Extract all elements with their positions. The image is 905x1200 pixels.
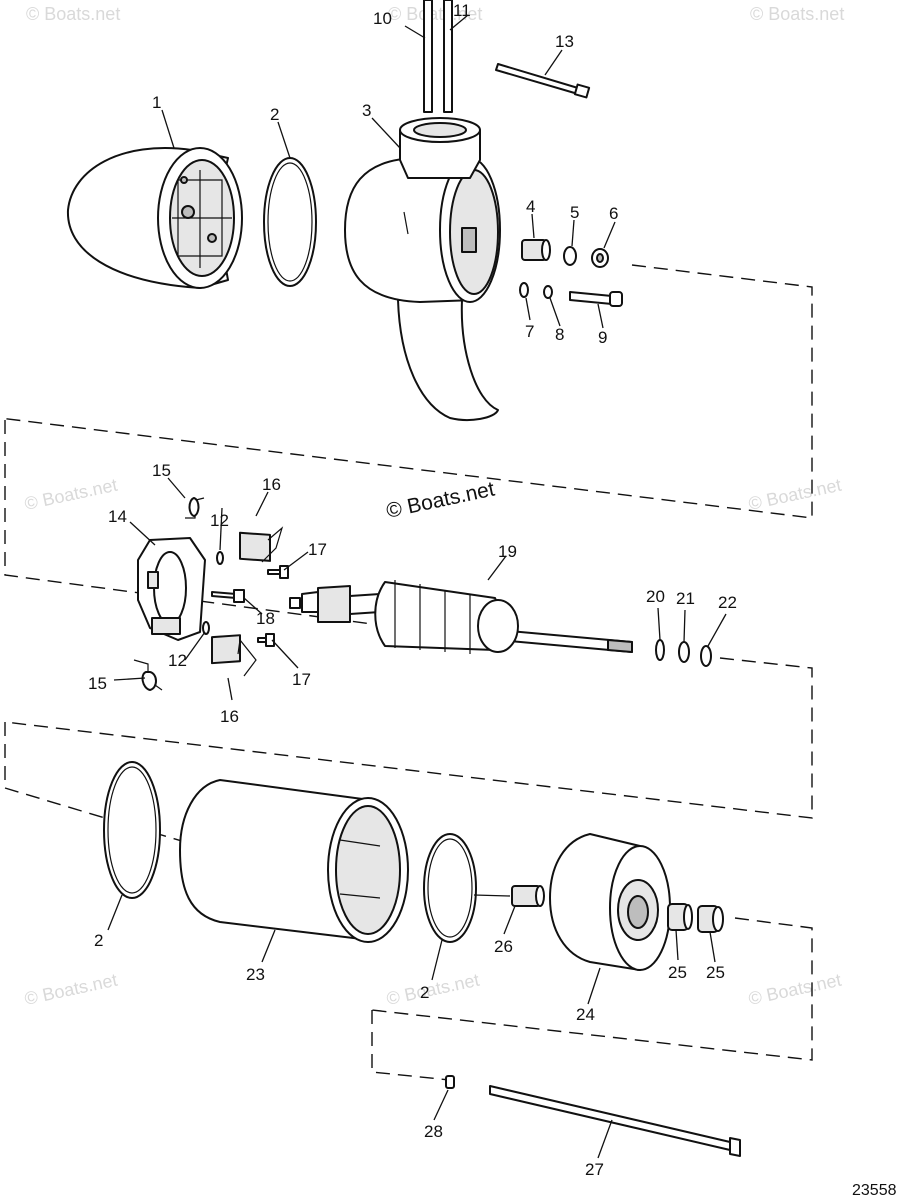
o-ring-2-middle xyxy=(423,833,477,943)
callout-4: 4 xyxy=(526,197,535,216)
motor-housing-23 xyxy=(179,779,409,943)
small-parts-4-9 xyxy=(519,239,623,307)
spring-15-bottom xyxy=(133,659,163,691)
callout-1: 1 xyxy=(152,93,161,112)
callout-11: 11 xyxy=(453,1,471,20)
callout-15-bottom: 15 xyxy=(88,674,107,693)
callout-17-top: 17 xyxy=(308,540,327,559)
brush-16-top xyxy=(239,526,284,563)
callout-2-left: 2 xyxy=(94,931,103,950)
callout-14: 14 xyxy=(108,507,127,526)
callout-27: 27 xyxy=(585,1160,604,1179)
cables-10-11 xyxy=(423,0,453,113)
watermark-top-left: © Boats.net xyxy=(26,4,120,24)
brush-plate-14 xyxy=(137,537,206,641)
watermark-mid-left: © Boats.net xyxy=(23,475,119,514)
watermark-bottom-left: © Boats.net xyxy=(23,970,119,1009)
callout-21: 21 xyxy=(676,589,695,608)
callout-24: 24 xyxy=(576,1005,595,1024)
assembly-guide-lines xyxy=(0,264,813,1081)
watermark-mid-right: © Boats.net xyxy=(747,475,843,514)
fasteners-12-17-18 xyxy=(202,551,289,647)
callout-6: 6 xyxy=(609,204,618,223)
callout-26: 26 xyxy=(494,937,513,956)
callout-20: 20 xyxy=(646,587,665,606)
watermark-top-center: © Boats.net xyxy=(388,4,482,24)
callout-labels: 10 11 13 1 2 3 4 5 6 7 8 9 15 16 14 12 1… xyxy=(88,1,737,1179)
callout-12-bottom: 12 xyxy=(168,651,187,670)
diagram-id: 23558 xyxy=(852,1182,897,1199)
callout-23: 23 xyxy=(246,965,265,984)
brush-16-bottom xyxy=(211,634,257,677)
pin-28 xyxy=(445,1075,455,1089)
armature-19 xyxy=(289,580,633,654)
callout-8: 8 xyxy=(555,325,564,344)
callout-2-middle: 2 xyxy=(420,983,429,1002)
through-bolt-27 xyxy=(489,1085,741,1157)
cable-tie-13 xyxy=(495,63,591,99)
callout-9: 9 xyxy=(598,328,607,347)
callout-22: 22 xyxy=(718,593,737,612)
callout-7: 7 xyxy=(525,322,534,341)
callout-19: 19 xyxy=(498,542,517,561)
bushing-26 xyxy=(511,885,545,907)
o-ring-2-left xyxy=(103,761,161,899)
o-ring-2-top xyxy=(263,157,317,287)
callout-2-top: 2 xyxy=(270,105,279,124)
callout-15-top: 15 xyxy=(152,461,171,480)
callout-5: 5 xyxy=(570,203,579,222)
lower-housing-3 xyxy=(344,117,501,421)
watermark-top-right: © Boats.net xyxy=(750,4,844,24)
callout-13: 13 xyxy=(555,32,574,51)
callout-10: 10 xyxy=(373,9,392,28)
end-cap-24 xyxy=(549,833,671,971)
watermark-center: © Boats.net xyxy=(384,477,497,522)
watermark-bottom-right: © Boats.net xyxy=(747,970,843,1009)
callout-17-bottom: 17 xyxy=(292,670,311,689)
callout-16-bottom: 16 xyxy=(220,707,239,726)
leader-lines xyxy=(107,14,727,1159)
callout-16-top: 16 xyxy=(262,475,281,494)
callout-28: 28 xyxy=(424,1122,443,1141)
bearings-25 xyxy=(667,903,724,933)
nose-cone-1 xyxy=(66,147,243,289)
callout-12-top: 12 xyxy=(210,511,229,530)
callout-3: 3 xyxy=(362,101,371,120)
callout-18: 18 xyxy=(256,609,275,628)
callout-25-right: 25 xyxy=(706,963,725,982)
callout-25-left: 25 xyxy=(668,963,687,982)
spring-15-top xyxy=(185,497,205,519)
washers-20-22 xyxy=(655,639,712,667)
